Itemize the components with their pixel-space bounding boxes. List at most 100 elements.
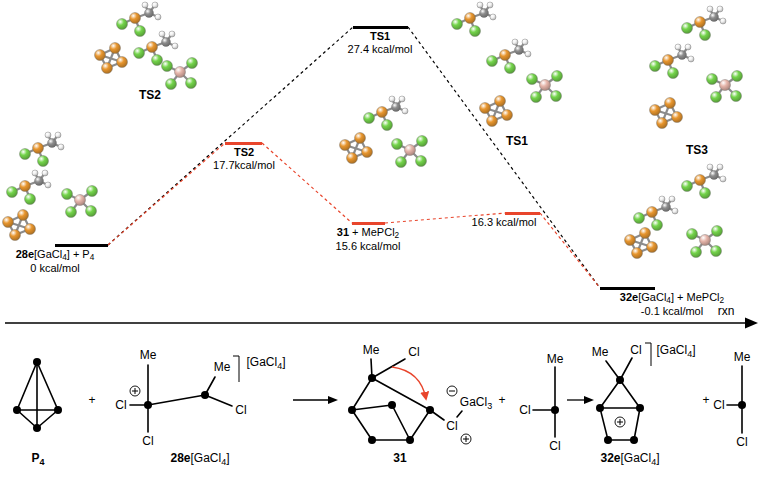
reaction-arrow	[567, 399, 586, 400]
bond-line	[147, 365, 149, 405]
ion-bracket	[233, 356, 239, 382]
atom-ball	[663, 55, 674, 66]
atom-ball	[717, 164, 723, 170]
phosphorus-atom	[348, 406, 356, 414]
atom-ball	[465, 13, 476, 24]
energy-value: 0 kcal/mol	[16, 262, 95, 275]
molecule-model	[687, 226, 723, 258]
bond-line	[372, 439, 410, 441]
atom-ball	[659, 196, 665, 202]
molecule-model	[392, 136, 428, 168]
atom-ball	[396, 157, 407, 168]
phosphorus-atom	[33, 424, 41, 432]
atom-ball	[340, 140, 351, 151]
bond-line	[741, 405, 743, 433]
atom-ball	[33, 143, 44, 154]
atom-ball	[42, 170, 48, 176]
plus-sign: +	[702, 393, 709, 407]
energy-value: -0.1 kcal/mol	[620, 305, 725, 318]
atom-ball	[38, 156, 49, 167]
group-label: Me	[547, 352, 564, 366]
phosphorus-atom	[604, 436, 612, 444]
atom-ball	[135, 26, 146, 37]
atom-ball	[389, 96, 395, 102]
plus-sign: +	[498, 393, 505, 407]
atom-ball	[682, 23, 693, 34]
molecule-model	[117, 2, 162, 37]
bond-line	[741, 366, 743, 405]
bond-line	[600, 408, 608, 440]
reaction-scheme	[13, 343, 746, 444]
atom-ball	[695, 17, 706, 28]
atom-ball	[377, 107, 388, 118]
level-bar	[55, 244, 108, 247]
atom-ball	[416, 156, 427, 167]
energy-level: 32e[GaCl4] + MePCl2-0.1 kcal/mol	[600, 287, 725, 318]
atom-ball	[417, 136, 428, 147]
atom-ball	[527, 74, 538, 85]
atom-ball	[480, 9, 489, 18]
atom-ball	[155, 14, 161, 20]
energy-value: 17.7kcal/mol	[213, 159, 275, 172]
atom-ball	[487, 56, 498, 67]
atom-ball	[62, 189, 73, 200]
bond-line	[17, 409, 58, 411]
level-bar	[505, 212, 540, 215]
group-label: Me	[363, 343, 380, 357]
atom-ball	[110, 43, 121, 54]
level-name: 28e[GaCl4] + P4	[16, 248, 95, 262]
dashed-connector	[408, 27, 600, 288]
atom-ball	[647, 207, 658, 218]
atom-ball	[665, 98, 676, 109]
atom-ball	[552, 71, 563, 82]
atom-ball	[502, 110, 513, 121]
atom-ball	[707, 74, 718, 85]
atom-ball	[710, 13, 719, 22]
atom-ball	[662, 203, 671, 212]
atom-ball	[347, 153, 358, 164]
molecule-model	[625, 228, 658, 259]
molecule-model	[3, 210, 36, 241]
atom-ball	[117, 57, 128, 68]
positive-charge	[615, 417, 625, 427]
bond-line	[205, 395, 232, 406]
atom-ball	[162, 61, 173, 72]
atom-ball	[688, 56, 694, 62]
atom-ball	[20, 149, 31, 160]
phosphorus-atom	[596, 404, 604, 412]
molecule-model	[95, 43, 128, 74]
phosphorus-atom	[54, 406, 62, 414]
reaction-axis	[5, 322, 748, 324]
level-name: TS1	[348, 30, 413, 43]
atom-label: Cl	[519, 403, 530, 417]
reaction-arrowhead	[584, 396, 594, 404]
phosphorus-atom	[144, 401, 152, 409]
atom-ball	[172, 43, 178, 49]
atom-ball	[87, 186, 98, 197]
atom-ball	[159, 31, 165, 37]
reaction-arrow	[293, 399, 330, 400]
atom-ball	[362, 147, 373, 158]
atom-ball	[355, 133, 366, 144]
atom-ball	[682, 181, 693, 192]
molecule-model	[62, 186, 98, 218]
atom-ball	[505, 63, 516, 74]
bond-line	[410, 410, 430, 440]
phosphorus-atom	[368, 374, 376, 382]
atom-ball	[452, 19, 463, 30]
atom-ball	[186, 78, 197, 89]
atom-ball	[134, 48, 145, 59]
atom-ball	[700, 188, 711, 199]
atom-ball	[720, 18, 726, 24]
positive-charge	[461, 434, 471, 444]
atom-ball	[625, 235, 636, 246]
atom-ball	[487, 2, 493, 8]
energy-level: TS127.4 kcal/mol	[348, 26, 413, 56]
atom-ball	[142, 2, 148, 8]
atom-ball	[525, 51, 531, 57]
bond-line	[37, 362, 58, 410]
atom-ball	[495, 96, 506, 107]
atom-ball	[95, 50, 106, 61]
atom-label: Cl	[736, 435, 747, 449]
